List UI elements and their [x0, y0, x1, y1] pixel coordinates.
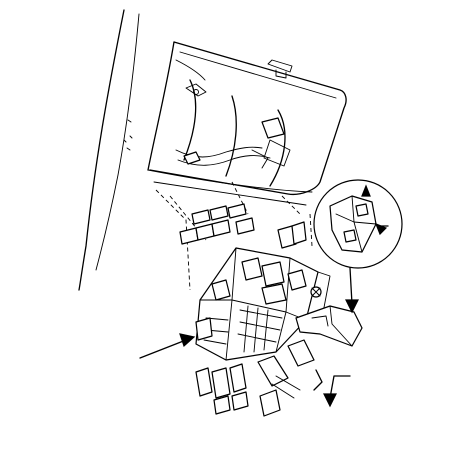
lower-connectors — [195, 339, 315, 417]
inset-pointer-arrow — [345, 267, 359, 314]
detail-inset-circle — [313, 179, 403, 269]
dashboard-underside — [147, 41, 347, 206]
mounting-screw — [310, 286, 322, 298]
a-pillar-trim — [78, 9, 140, 291]
lock-tab-arrow — [313, 369, 351, 408]
glove-box-opening — [175, 79, 291, 187]
fuse-relay-box — [195, 247, 331, 361]
pointer-arrow — [139, 333, 196, 359]
relays — [179, 203, 307, 249]
mounting-bracket — [295, 305, 363, 347]
